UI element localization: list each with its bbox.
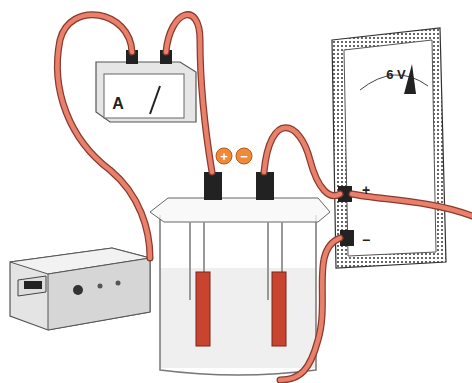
meter-letter: A: [112, 96, 124, 112]
terminal-sign: +: [362, 183, 370, 197]
wires: [57, 15, 472, 380]
voltmeter: [332, 28, 446, 268]
beaker: [150, 148, 330, 375]
polarity-sign: +: [220, 150, 228, 163]
power-supply: [10, 248, 150, 330]
polarity-sign: −: [240, 150, 248, 163]
terminal-sign: −: [362, 233, 370, 247]
voltage-value: 6 V: [386, 68, 406, 81]
ammeter: [96, 50, 196, 122]
